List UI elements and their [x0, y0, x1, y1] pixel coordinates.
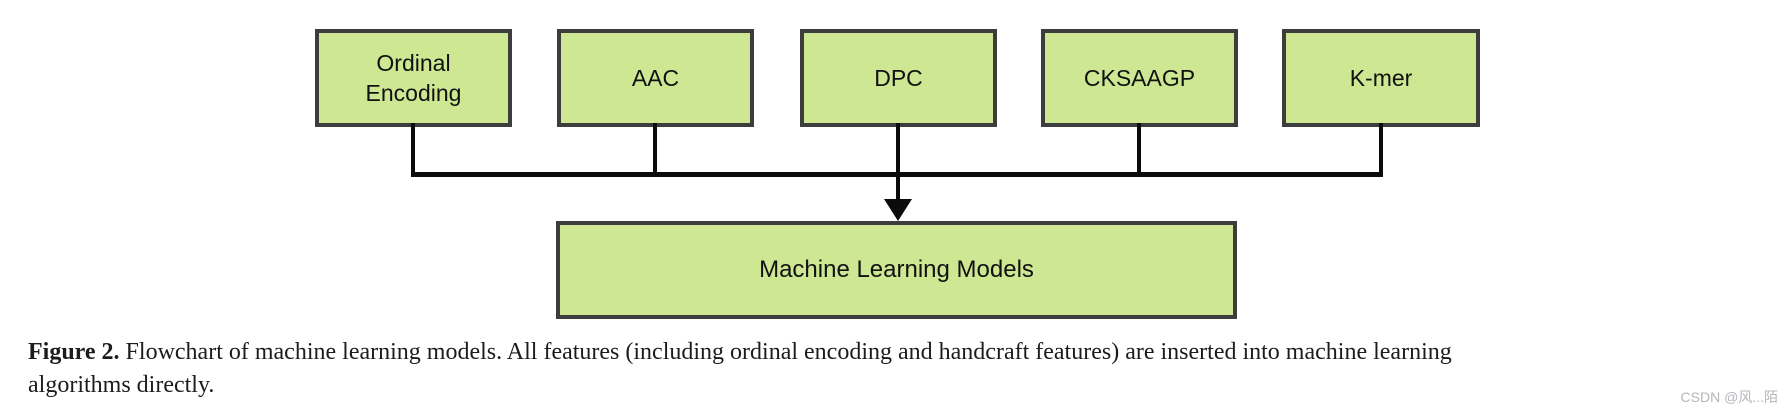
box-label: K-mer — [1349, 65, 1413, 91]
box-label: AAC — [631, 65, 680, 91]
csdn-watermark: CSDN @风...陌 — [1680, 389, 1778, 405]
flowchart-box-dpc: DPC — [800, 29, 997, 127]
box-label: Machine Learning Models — [759, 256, 1034, 283]
caption-line-2: algorithms directly. — [28, 372, 215, 398]
arrow-down-icon — [884, 199, 912, 221]
flowchart-box-cksaagp: CKSAAGP — [1041, 29, 1238, 127]
box-label: Ordinal Encoding — [365, 50, 462, 106]
connector-line-aac — [653, 123, 657, 176]
arrow-stem — [896, 172, 900, 204]
connector-line-kmer — [1379, 123, 1383, 176]
connector-line-cksaagp — [1137, 123, 1141, 176]
box-label: DPC — [874, 65, 923, 91]
flowchart-box-machine-learning-models: Machine Learning Models — [556, 221, 1237, 319]
figure-caption: Figure 2. Flowchart of machine learning … — [28, 336, 1778, 402]
figure-number-label: Figure 2. — [28, 339, 120, 365]
caption-line-1: Figure 2. Flowchart of machine learning … — [28, 336, 1778, 369]
flowchart-box-ordinal-encoding: Ordinal Encoding — [315, 29, 512, 127]
caption-text-1: Flowchart of machine learning models. Al… — [119, 339, 1452, 365]
connector-line-dpc — [896, 123, 900, 176]
flowchart-box-aac: AAC — [557, 29, 754, 127]
flowchart-box-kmer: K-mer — [1282, 29, 1480, 127]
connector-line-ordinal — [411, 123, 415, 176]
box-label: CKSAAGP — [1083, 65, 1196, 91]
